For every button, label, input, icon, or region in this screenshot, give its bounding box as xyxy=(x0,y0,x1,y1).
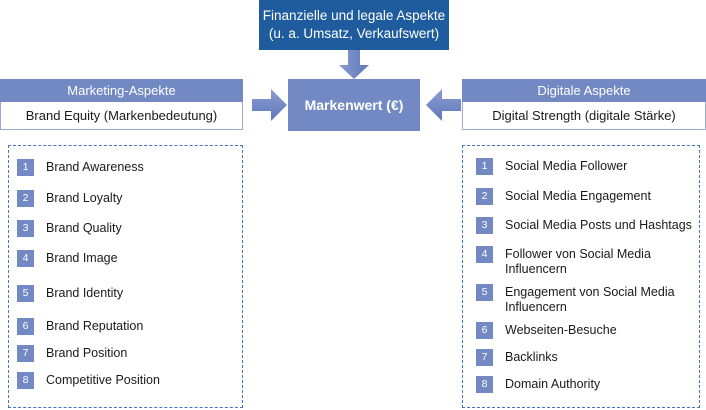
brand-value-center-box: Markenwert (€) xyxy=(288,79,420,131)
list-item[interactable]: 6 Brand Reputation xyxy=(17,318,143,335)
digital-aspects-panel: Digitale Aspekte Digital Strength (digit… xyxy=(462,79,706,130)
digital-aspects-list: 1 Social Media Follower 2 Social Media Enga… xyxy=(463,146,699,407)
list-item-label-line1: Competitive Position xyxy=(46,373,160,387)
digital-aspects-list-box: 1 Social Media Follower 2 Social Media Enga… xyxy=(462,145,700,408)
list-item-label: Competitive Position xyxy=(46,372,160,388)
marketing-aspects-list: 1 Brand Awareness 2 Brand Loyalty 3 Brand Qua… xyxy=(9,146,242,407)
list-item-number-badge: 8 xyxy=(476,376,493,393)
list-item-number-badge: 3 xyxy=(476,217,493,234)
list-item-number-badge: 1 xyxy=(476,158,493,175)
list-item[interactable]: 3 Social Media Posts und Hashtags xyxy=(476,217,692,234)
list-item-label: Social Media Engagement xyxy=(505,188,651,204)
list-item[interactable]: 1 Brand Awareness xyxy=(17,159,144,176)
list-item-label-line2: Influencern xyxy=(505,300,567,314)
brand-value-label: Markenwert (€) xyxy=(304,97,404,113)
list-item-number-badge: 3 xyxy=(17,220,34,237)
list-item-label: Social Media Posts und Hashtags xyxy=(505,217,692,233)
list-item-label-line1: Social Media Follower xyxy=(505,159,628,173)
list-item-label-line1: Brand Position xyxy=(46,346,128,360)
list-item-label-line1: Backlinks xyxy=(505,350,558,364)
list-item-label: Domain Authority xyxy=(505,376,600,392)
marketing-aspects-body: Brand Equity (Markenbedeutung) xyxy=(0,102,243,130)
marketing-aspects-header: Marketing-Aspekte xyxy=(0,79,243,102)
financial-legal-header-box: Finanzielle und legale Aspekte (u. a. Um… xyxy=(259,0,449,50)
list-item-number-badge: 5 xyxy=(476,284,493,301)
list-item-label: Brand Awareness xyxy=(46,159,144,175)
list-item-number-badge: 5 xyxy=(17,285,34,302)
list-item-number-badge: 1 xyxy=(17,159,34,176)
list-item-label-line1: Social Media Engagement xyxy=(505,189,651,203)
list-item-label-line2: Influencern xyxy=(505,262,567,276)
list-item-label-line1: Brand Loyalty xyxy=(46,191,123,205)
list-item[interactable]: 2 Brand Loyalty xyxy=(17,190,122,207)
list-item-number-badge: 2 xyxy=(476,188,493,205)
list-item[interactable]: 8 Domain Authority xyxy=(476,376,600,393)
list-item-number-badge: 8 xyxy=(17,372,34,389)
list-item-label-line1: Brand Image xyxy=(46,251,118,265)
list-item-number-badge: 6 xyxy=(17,318,34,335)
list-item-number-badge: 4 xyxy=(17,250,34,267)
list-item[interactable]: 1 Social Media Follower xyxy=(476,158,627,175)
list-item-number-badge: 4 xyxy=(476,246,493,263)
list-item-label-line1: Brand Reputation xyxy=(46,319,144,333)
list-item-label-line1: Brand Awareness xyxy=(46,160,144,174)
list-item[interactable]: 2 Social Media Engagement xyxy=(476,188,651,205)
arrow-right-icon xyxy=(252,88,288,122)
list-item[interactable]: 6 Webseiten-Besuche xyxy=(476,322,617,339)
list-item-label-line1: Social Media Posts und Hashtags xyxy=(505,218,692,232)
list-item[interactable]: 7 Brand Position xyxy=(17,345,127,362)
list-item-label-line1: Follower von Social Media xyxy=(505,247,651,261)
marketing-aspects-panel: Marketing-Aspekte Brand Equity (Markenbe… xyxy=(0,79,243,130)
digital-aspects-header: Digitale Aspekte xyxy=(462,79,706,102)
list-item-label-line1: Brand Quality xyxy=(46,221,122,235)
list-item[interactable]: 7 Backlinks xyxy=(476,349,558,366)
list-item[interactable]: 3 Brand Quality xyxy=(17,220,122,237)
list-item-label: Webseiten-Besuche xyxy=(505,322,617,338)
list-item-number-badge: 2 xyxy=(17,190,34,207)
arrow-left-icon xyxy=(420,88,462,122)
list-item-number-badge: 7 xyxy=(17,345,34,362)
list-item-label-line1: Webseiten-Besuche xyxy=(505,323,617,337)
list-item[interactable]: 4 Brand Image xyxy=(17,250,118,267)
list-item-label: Brand Image xyxy=(46,250,118,266)
financial-legal-header-line1: Finanzielle und legale Aspekte xyxy=(262,7,446,23)
list-item-label: Brand Quality xyxy=(46,220,122,236)
list-item-number-badge: 7 xyxy=(476,349,493,366)
list-item-label: Social Media Follower xyxy=(505,158,627,174)
list-item[interactable]: 8 Competitive Position xyxy=(17,372,160,389)
list-item-label: Brand Loyalty xyxy=(46,190,122,206)
list-item-label: Brand Position xyxy=(46,345,127,361)
digital-aspects-body: Digital Strength (digitale Stärke) xyxy=(462,102,706,130)
list-item-number-badge: 6 xyxy=(476,322,493,339)
financial-legal-header-line2: (u. a. Umsatz, Verkaufswert) xyxy=(268,26,440,41)
list-item-label-line1: Brand Identity xyxy=(46,286,124,300)
list-item-label: Backlinks xyxy=(505,349,558,365)
list-item-label: Brand Identity xyxy=(46,285,123,301)
arrow-down-icon xyxy=(338,50,370,80)
list-item-label: Brand Reputation xyxy=(46,318,143,334)
marketing-aspects-list-box: 1 Brand Awareness 2 Brand Loyalty 3 Brand Qua… xyxy=(8,145,243,408)
list-item[interactable]: 5 Brand Identity xyxy=(17,285,123,302)
list-item-label-line1: Domain Authority xyxy=(505,377,601,391)
list-item-label-line1: Engagement von Social Media xyxy=(505,285,675,299)
